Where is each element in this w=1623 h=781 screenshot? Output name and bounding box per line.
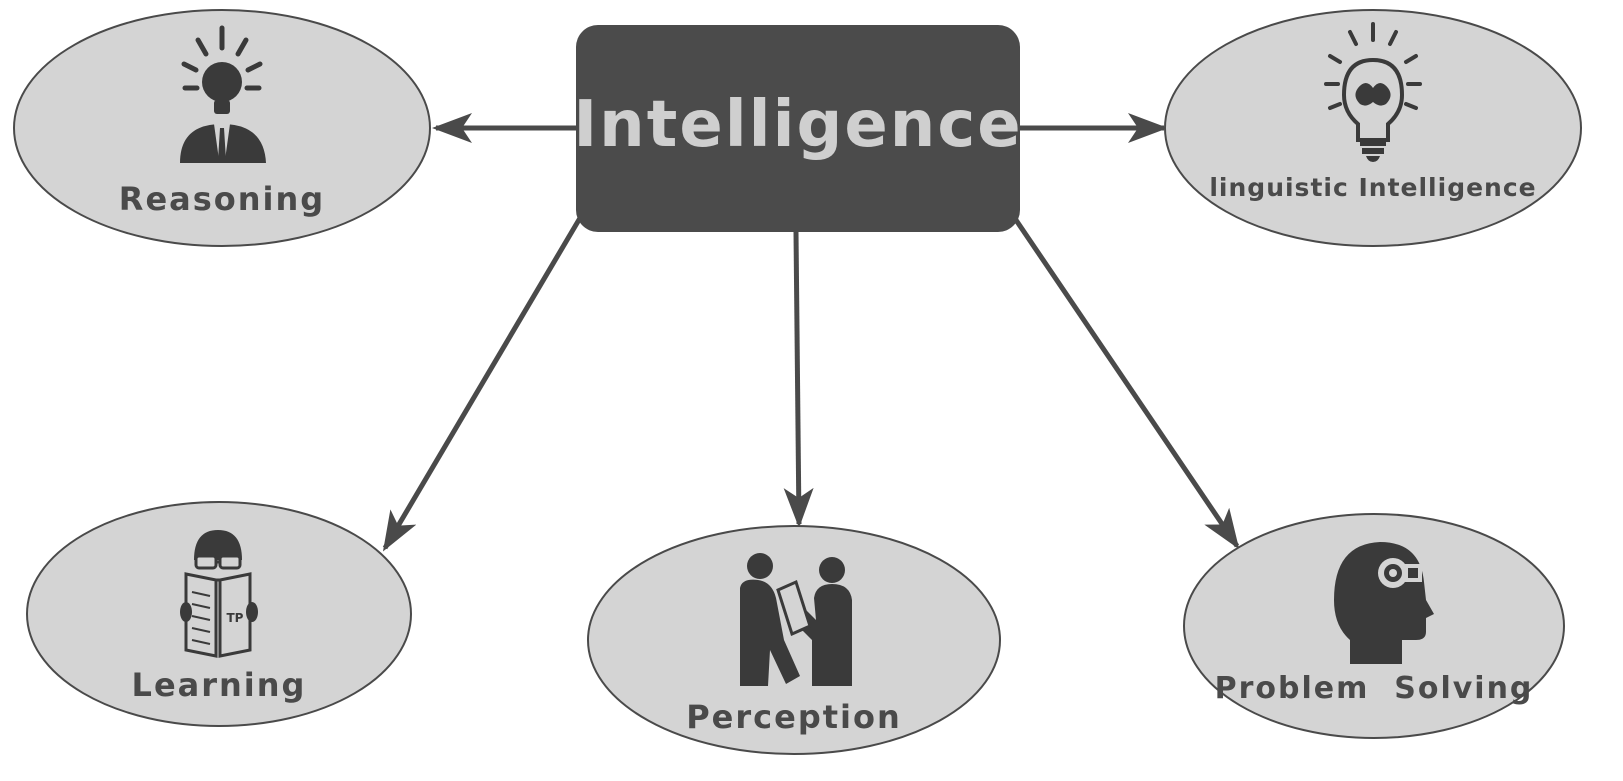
label-learning: Learning — [132, 666, 307, 704]
label-reasoning: Reasoning — [119, 180, 325, 218]
node-learning: TP Learning — [26, 501, 412, 727]
label-perception: Perception — [686, 698, 902, 736]
center-label: Intelligence — [573, 88, 1022, 162]
node-perception: Perception — [587, 525, 1001, 755]
arrows — [382, 113, 1240, 552]
node-linguistic: linguistic Intelligence — [1164, 9, 1582, 247]
svg-text:TP: TP — [227, 611, 244, 625]
ellipse-linguistic — [1164, 9, 1582, 247]
label-linguistic: linguistic Intelligence — [1209, 173, 1536, 202]
center-box — [576, 25, 1020, 232]
people-talking-icon — [740, 553, 852, 686]
center-node: Intelligence — [573, 25, 1022, 232]
arrow-to-learning — [382, 216, 583, 552]
head-gear-icon — [1334, 542, 1434, 664]
arrow-to-perception — [783, 231, 814, 528]
lightbulb-brain-icon — [1324, 22, 1422, 162]
ellipse-perception — [587, 525, 1001, 755]
node-problem-solving: Problem Solving — [1183, 513, 1565, 739]
arrow-to-problem-solving — [1013, 218, 1240, 550]
label-problem-solving: Problem Solving — [1215, 671, 1534, 706]
reading-person-icon: TP — [180, 530, 258, 658]
node-reasoning: Reasoning — [13, 9, 431, 247]
idea-person-icon — [180, 25, 266, 163]
